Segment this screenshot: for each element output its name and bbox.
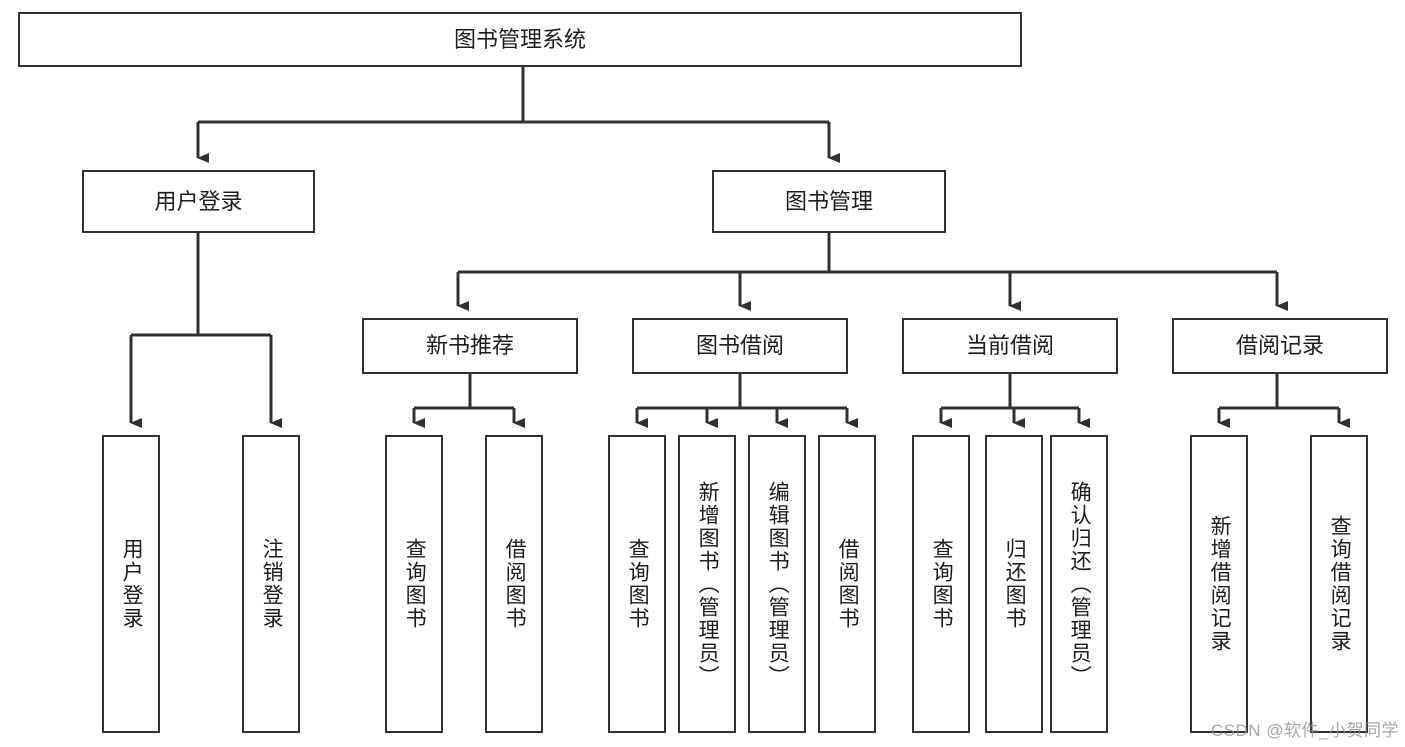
- node-query-borrow-record[interactable]: 查询借阅记录: [1310, 435, 1368, 733]
- node-user-login-action[interactable]: 用户登录: [102, 435, 160, 733]
- node-book-borrow[interactable]: 图书借阅: [632, 318, 848, 374]
- node-add-borrow-record-label: 新增借阅记录: [1208, 515, 1232, 653]
- node-user-login[interactable]: 用户登录: [82, 170, 315, 233]
- node-user-login-label: 用户登录: [154, 188, 243, 214]
- node-add-book-admin[interactable]: 新增图书（管理员）: [678, 435, 736, 733]
- node-add-borrow-record[interactable]: 新增借阅记录: [1190, 435, 1248, 733]
- node-new-book-recommend-label: 新书推荐: [425, 333, 514, 359]
- node-query-borrow-record-label: 查询借阅记录: [1328, 515, 1352, 653]
- node-borrow-book-recommend[interactable]: 借阅图书: [485, 435, 543, 733]
- node-return-book-label: 归还图书: [1003, 538, 1027, 630]
- node-query-book-borrow-label: 查询图书: [626, 538, 650, 630]
- node-book-borrow-label: 图书借阅: [695, 333, 784, 359]
- node-logout-action-label: 注销登录: [260, 538, 284, 630]
- node-edit-book-admin[interactable]: 编辑图书（管理员）: [748, 435, 806, 733]
- node-confirm-return-admin[interactable]: 确认归还（管理员）: [1050, 435, 1108, 733]
- node-query-book-recommend-label: 查询图书: [403, 538, 427, 630]
- node-add-book-admin-label: 新增图书（管理员）: [696, 480, 720, 688]
- node-root[interactable]: 图书管理系统: [18, 12, 1022, 67]
- node-book-management-label: 图书管理: [784, 188, 873, 214]
- node-borrow-book-action-label: 借阅图书: [836, 538, 860, 630]
- node-query-book-recommend[interactable]: 查询图书: [385, 435, 443, 733]
- node-new-book-recommend[interactable]: 新书推荐: [362, 318, 578, 374]
- node-current-borrow[interactable]: 当前借阅: [902, 318, 1118, 374]
- node-borrow-record[interactable]: 借阅记录: [1172, 318, 1388, 374]
- node-root-label: 图书管理系统: [453, 26, 586, 52]
- node-borrow-record-label: 借阅记录: [1235, 333, 1324, 359]
- node-borrow-book-action[interactable]: 借阅图书: [818, 435, 876, 733]
- watermark-text: CSDN @软件_小贺同学: [1210, 721, 1399, 740]
- node-query-book-current-label: 查询图书: [930, 538, 954, 630]
- node-confirm-return-admin-label: 确认归还（管理员）: [1068, 480, 1092, 688]
- node-query-book-borrow[interactable]: 查询图书: [608, 435, 666, 733]
- node-book-management[interactable]: 图书管理: [712, 170, 946, 233]
- node-return-book[interactable]: 归还图书: [985, 435, 1043, 733]
- node-edit-book-admin-label: 编辑图书（管理员）: [766, 480, 790, 688]
- node-borrow-book-recommend-label: 借阅图书: [503, 538, 527, 630]
- node-user-login-action-label: 用户登录: [120, 538, 144, 630]
- node-current-borrow-label: 当前借阅: [965, 333, 1054, 359]
- node-logout-action[interactable]: 注销登录: [242, 435, 300, 733]
- node-query-book-current[interactable]: 查询图书: [912, 435, 970, 733]
